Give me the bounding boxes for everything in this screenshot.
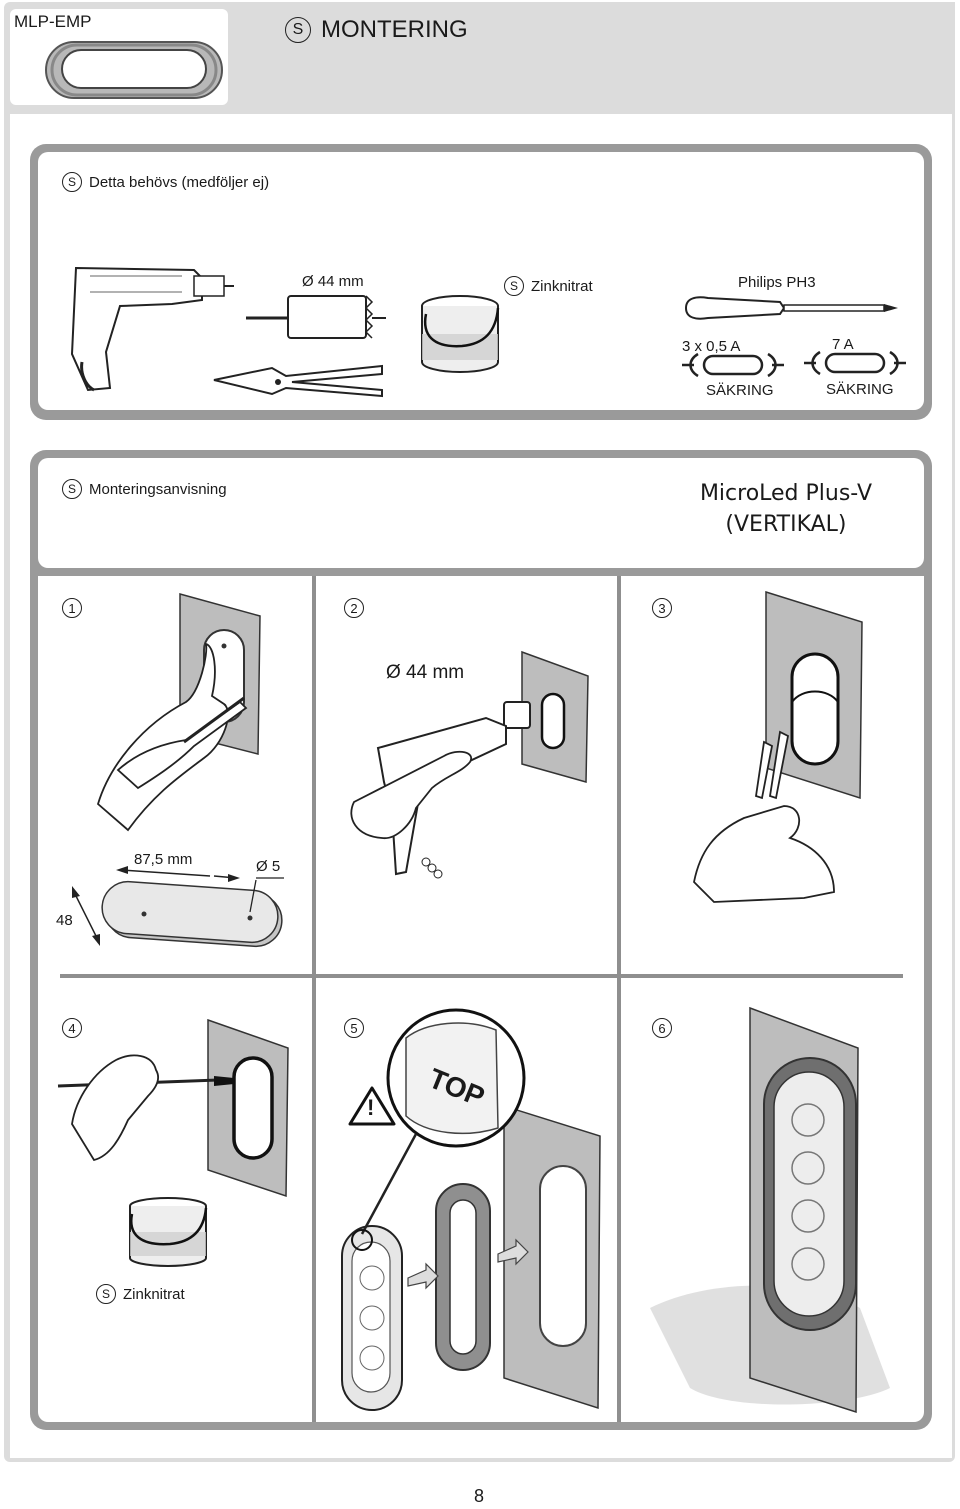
step3-cutting-illustration <box>693 590 863 903</box>
page-title: MONTERING <box>321 16 468 43</box>
dim-width-label: 48 <box>56 912 73 929</box>
step-number: 2 <box>344 598 364 618</box>
dim-length-label: 87,5 mm <box>134 851 193 868</box>
tin-snips-icon <box>213 364 383 398</box>
product-name: MicroLed Plus-V (VERTIKAL) <box>700 478 872 540</box>
step6-installed-illustration <box>650 1006 890 1414</box>
fuse-icon <box>804 350 906 376</box>
zinc-label-row: S Zinknitrat <box>504 276 593 296</box>
step4-painting-illustration <box>57 1018 289 1198</box>
step-number: 5 <box>344 1018 364 1038</box>
instructions-heading: Monteringsanvisning <box>89 480 227 498</box>
requirements-heading: Detta behövs (medföljer ej) <box>89 173 270 191</box>
zinc-label: Zinknitrat <box>123 1285 185 1303</box>
fuse2-rating: 7 A <box>832 336 854 353</box>
step2-drilling-illustration <box>350 650 589 879</box>
step-number: 1 <box>62 598 82 618</box>
title-row: S MONTERING <box>285 16 468 44</box>
dim-hole-label: Ø 5 <box>256 858 281 875</box>
paint-can-icon <box>129 1197 208 1267</box>
hole-saw-icon <box>246 295 386 339</box>
language-badge: S <box>285 17 311 43</box>
language-badge: S <box>62 479 82 499</box>
fuse-icon <box>682 352 784 378</box>
zinc-label: Zinknitrat <box>531 277 593 295</box>
screwdriver-label: Philips PH3 <box>738 274 816 291</box>
warning-icon <box>348 1086 396 1126</box>
header-bar <box>230 2 955 116</box>
fuse2-label: SÄKRING <box>826 381 894 398</box>
warning-glyph: ! <box>367 1095 375 1120</box>
hole-size-label: Ø 44 mm <box>386 662 465 683</box>
step-number: 4 <box>62 1018 82 1038</box>
instructions-panel-inner <box>38 458 924 568</box>
model-code: MLP-EMP <box>14 12 92 31</box>
grid-divider <box>617 576 621 1422</box>
step-number: 3 <box>652 598 672 618</box>
fuse1-rating: 3 x 0,5 A <box>682 338 741 355</box>
fuse1-label: SÄKRING <box>706 382 774 399</box>
requirements-heading-row: S Detta behövs (medföljer ej) <box>62 172 269 192</box>
language-badge: S <box>96 1284 116 1304</box>
step-number: 6 <box>652 1018 672 1038</box>
grid-divider <box>60 974 903 978</box>
page-number: 8 <box>474 1486 485 1506</box>
hole-saw-label: Ø 44 mm <box>302 273 364 290</box>
paint-can-icon <box>421 295 500 373</box>
step4-zinc-label-row: S Zinknitrat <box>96 1284 185 1304</box>
product-name-line1: MicroLed Plus-V <box>699 481 872 506</box>
step5-assembly-illustration <box>341 1008 601 1411</box>
template-dimension-drawing <box>72 866 284 948</box>
grid-divider <box>312 576 316 1422</box>
product-name-line2: (VERTIKAL) <box>725 512 847 537</box>
language-badge: S <box>504 276 524 296</box>
language-badge: S <box>62 172 82 192</box>
screwdriver-icon <box>684 296 898 320</box>
instructions-heading-row: S Monteringsanvisning <box>62 479 227 499</box>
step1-marking-illustration <box>96 593 261 832</box>
gasket-thumbnail-icon <box>45 41 223 99</box>
drill-icon <box>70 266 234 392</box>
